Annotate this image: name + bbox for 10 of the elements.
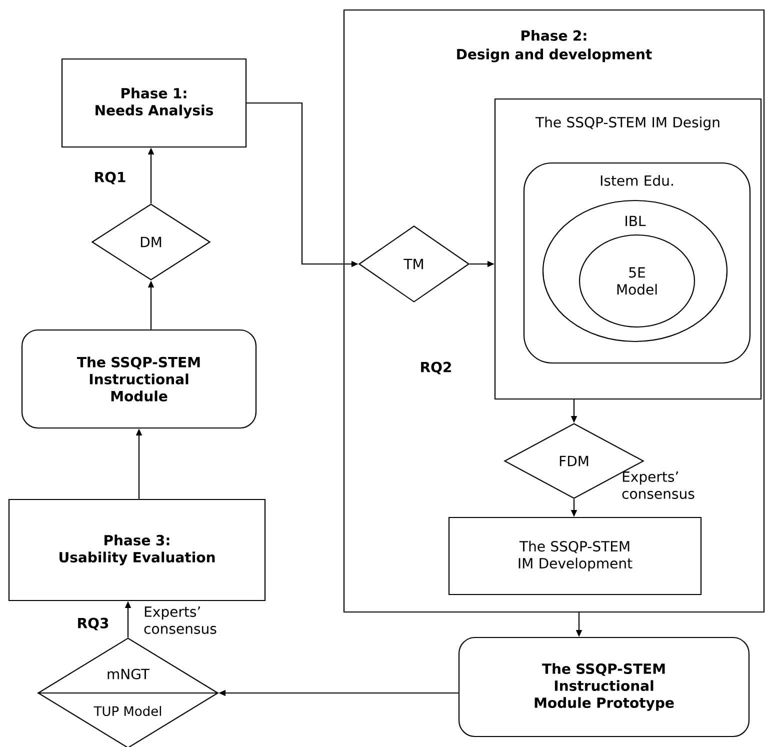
- edge-label: Experts’ consensus: [144, 606, 216, 634]
- module-box: The SSQP-STEM Instructional Module Prototype: [458, 636, 750, 738]
- research-question-label: RQ2: [421, 362, 451, 374]
- research-question-label: RQ1: [95, 172, 126, 184]
- phase-box: Phase 1: Needs Analysis: [61, 58, 247, 148]
- edge-label: Experts’ consensus: [622, 472, 694, 499]
- module-box: The SSQP-STEM Instructional Module: [21, 329, 257, 429]
- research-question-label: RQ3: [78, 618, 108, 630]
- process-box: The SSQP-STEM IM Development: [448, 516, 702, 596]
- phase-box: Phase 3: Usability Evaluation: [8, 498, 266, 602]
